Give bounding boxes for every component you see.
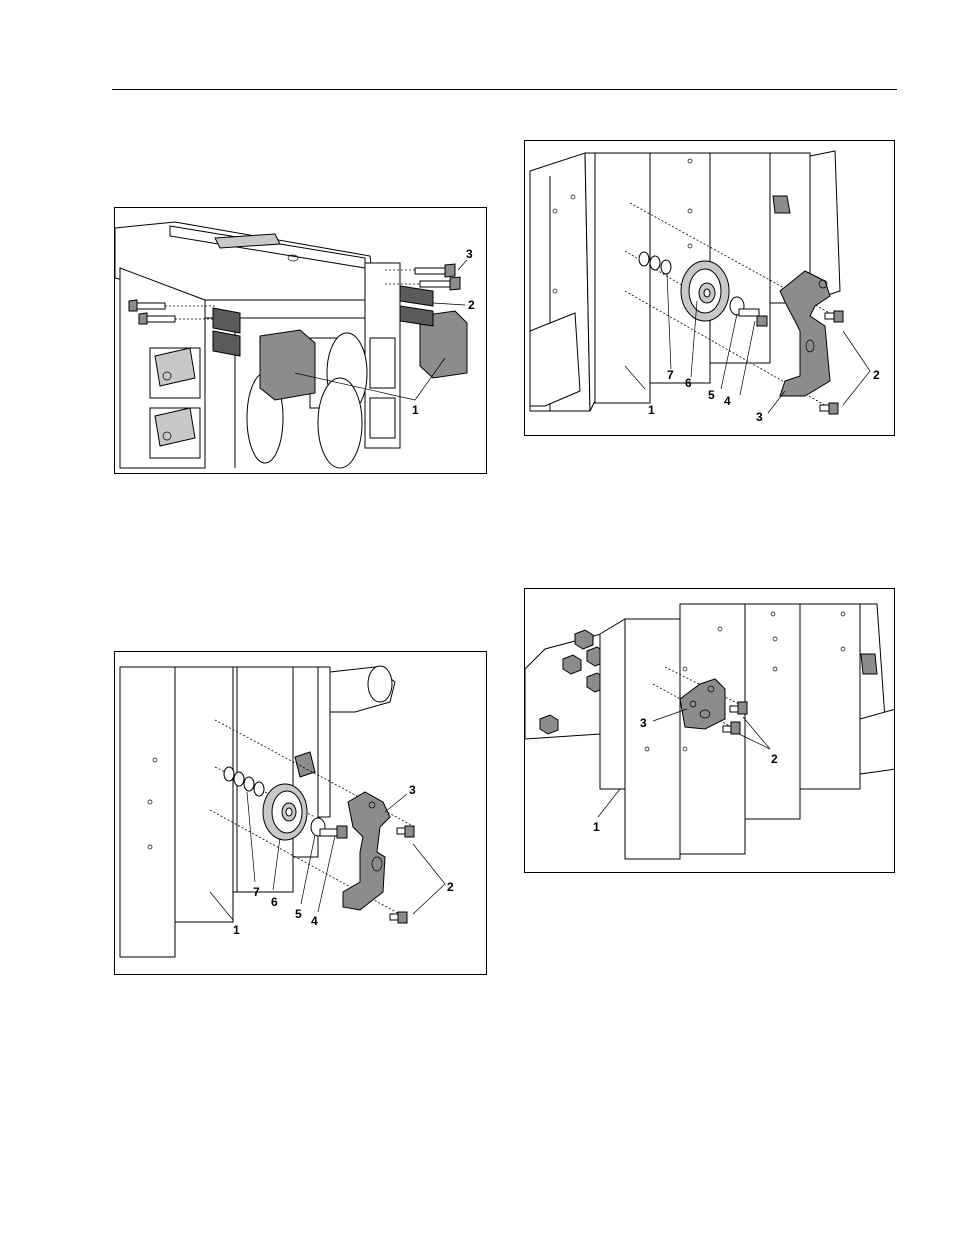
callout-4: 4 [724,394,731,408]
small-bracket-illustration: 1 2 3 [525,589,895,873]
header-rule [112,89,897,90]
callout-3: 3 [640,716,647,730]
callout-2: 2 [468,298,475,312]
callout-2: 2 [873,368,880,382]
figure-wear-pad-assembly: 1 2 3 [114,207,487,474]
figure-sheave-bracket-upper: 1 2 3 4 5 6 7 [524,140,895,436]
callout-1: 1 [233,923,240,937]
figure-sheave-bracket-lower: 1 2 3 4 5 6 7 [114,651,487,975]
callout-5: 5 [295,907,302,921]
callout-3: 3 [466,247,473,261]
callout-2: 2 [447,880,454,894]
callout-6: 6 [685,376,692,390]
figure-small-bracket: 1 2 3 [524,588,895,873]
callout-3: 3 [409,783,416,797]
wear-pad-illustration: 1 2 3 [115,208,487,474]
sheave-bracket-illustration-b: 1 2 3 4 5 6 7 [115,652,487,975]
callout-5: 5 [708,388,715,402]
callout-4: 4 [311,914,318,928]
callout-7: 7 [667,368,674,382]
callout-7: 7 [253,885,260,899]
callout-1: 1 [412,403,419,417]
callout-1: 1 [593,820,600,834]
callout-2: 2 [771,752,778,766]
sheave-bracket-illustration-a: 1 2 3 4 5 6 7 [525,141,895,436]
callout-6: 6 [271,895,278,909]
callout-1: 1 [648,403,655,417]
callout-3: 3 [756,410,763,424]
